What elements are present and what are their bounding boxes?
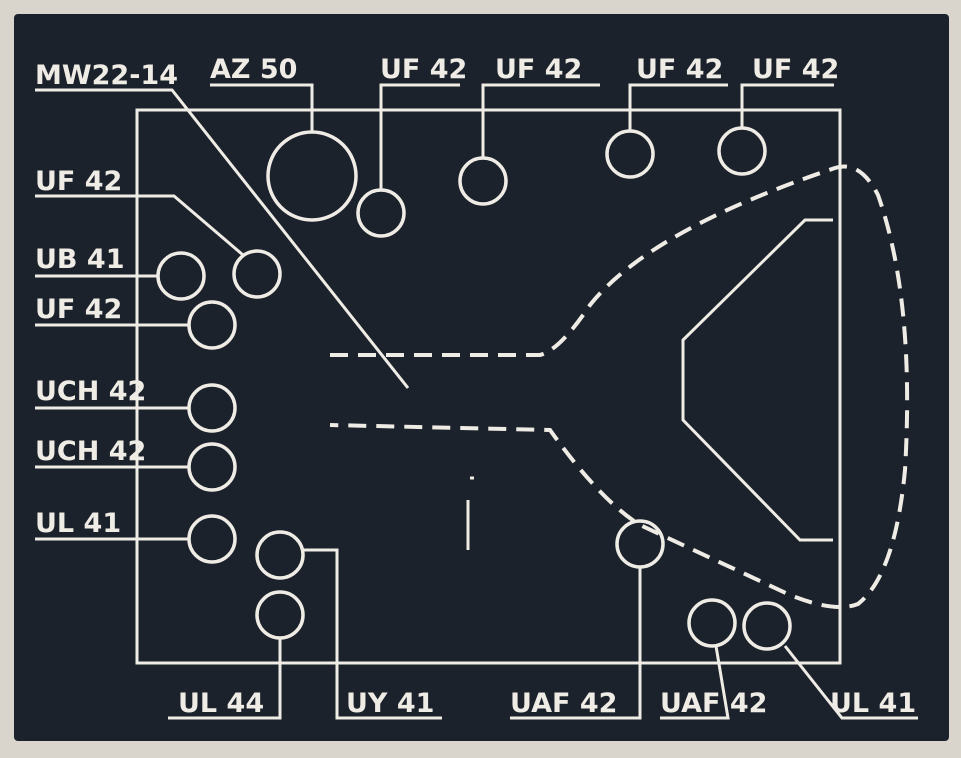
label-uf42-top-2: UF 42 (495, 54, 582, 85)
ul41-tube-left (187, 514, 237, 564)
label-uf42-top-3: UF 42 (636, 54, 723, 85)
label-uaf42-1: UAF 42 (510, 688, 617, 719)
label-ul41-left: UL 41 (35, 508, 121, 539)
label-mw22-14: MW22-14 (35, 60, 178, 91)
chassis-outline (135, 108, 842, 665)
label-uch42-2: UCH 42 (35, 436, 146, 467)
uf42-top-2-leader-line (481, 83, 600, 158)
uy41-leader-line (303, 548, 442, 720)
ul41-bottom-leader-line (783, 645, 918, 720)
label-az50: AZ 50 (210, 54, 297, 85)
uy41-tube (255, 530, 305, 580)
ul41-tube-bottom (742, 601, 792, 651)
uf42-tube-top-3 (605, 129, 655, 179)
ul44-tube (255, 590, 305, 640)
uf42-tube-top-4 (717, 126, 767, 176)
label-uf42-top-4: UF 42 (752, 54, 839, 85)
uaf42-tube-1 (615, 519, 665, 569)
uf42-left-1-leader-line (35, 194, 244, 257)
uf42-tube-left-2 (187, 300, 237, 350)
az50-tube (266, 130, 358, 222)
uaf42-2-leader-line (660, 645, 730, 720)
uf42-top-4-leader-line (740, 83, 834, 128)
az50-leader-line (210, 83, 314, 132)
uaf42-tube-2 (687, 598, 737, 648)
label-ul41-bottom: UL 41 (830, 688, 916, 719)
label-ub41: UB 41 (35, 244, 124, 275)
crt-leader-line (35, 88, 410, 389)
uch42-tube-2 (187, 442, 237, 492)
label-uf42-left-1: UF 42 (35, 166, 122, 197)
uaf42-1-leader-line (510, 567, 642, 720)
label-uch42-1: UCH 42 (35, 376, 146, 407)
ul44-leader-line (168, 638, 282, 720)
uf42-top-1-leader-line (379, 83, 460, 190)
uch42-tube-1 (187, 383, 237, 433)
label-uy41: UY 41 (346, 688, 434, 719)
label-ul44: UL 44 (178, 688, 264, 719)
crt-screen-face (681, 218, 833, 542)
uf42-tube-top-1 (356, 188, 406, 238)
label-uf42-top-1: UF 42 (380, 54, 467, 85)
uf42-top-3-leader-line (628, 83, 728, 131)
uf42-tube-left-1 (232, 249, 282, 299)
label-uf42-left-2: UF 42 (35, 294, 122, 325)
ub41-tube (156, 251, 206, 301)
label-uaf42-2: UAF 42 (660, 688, 767, 719)
uf42-tube-top-2 (458, 156, 508, 206)
